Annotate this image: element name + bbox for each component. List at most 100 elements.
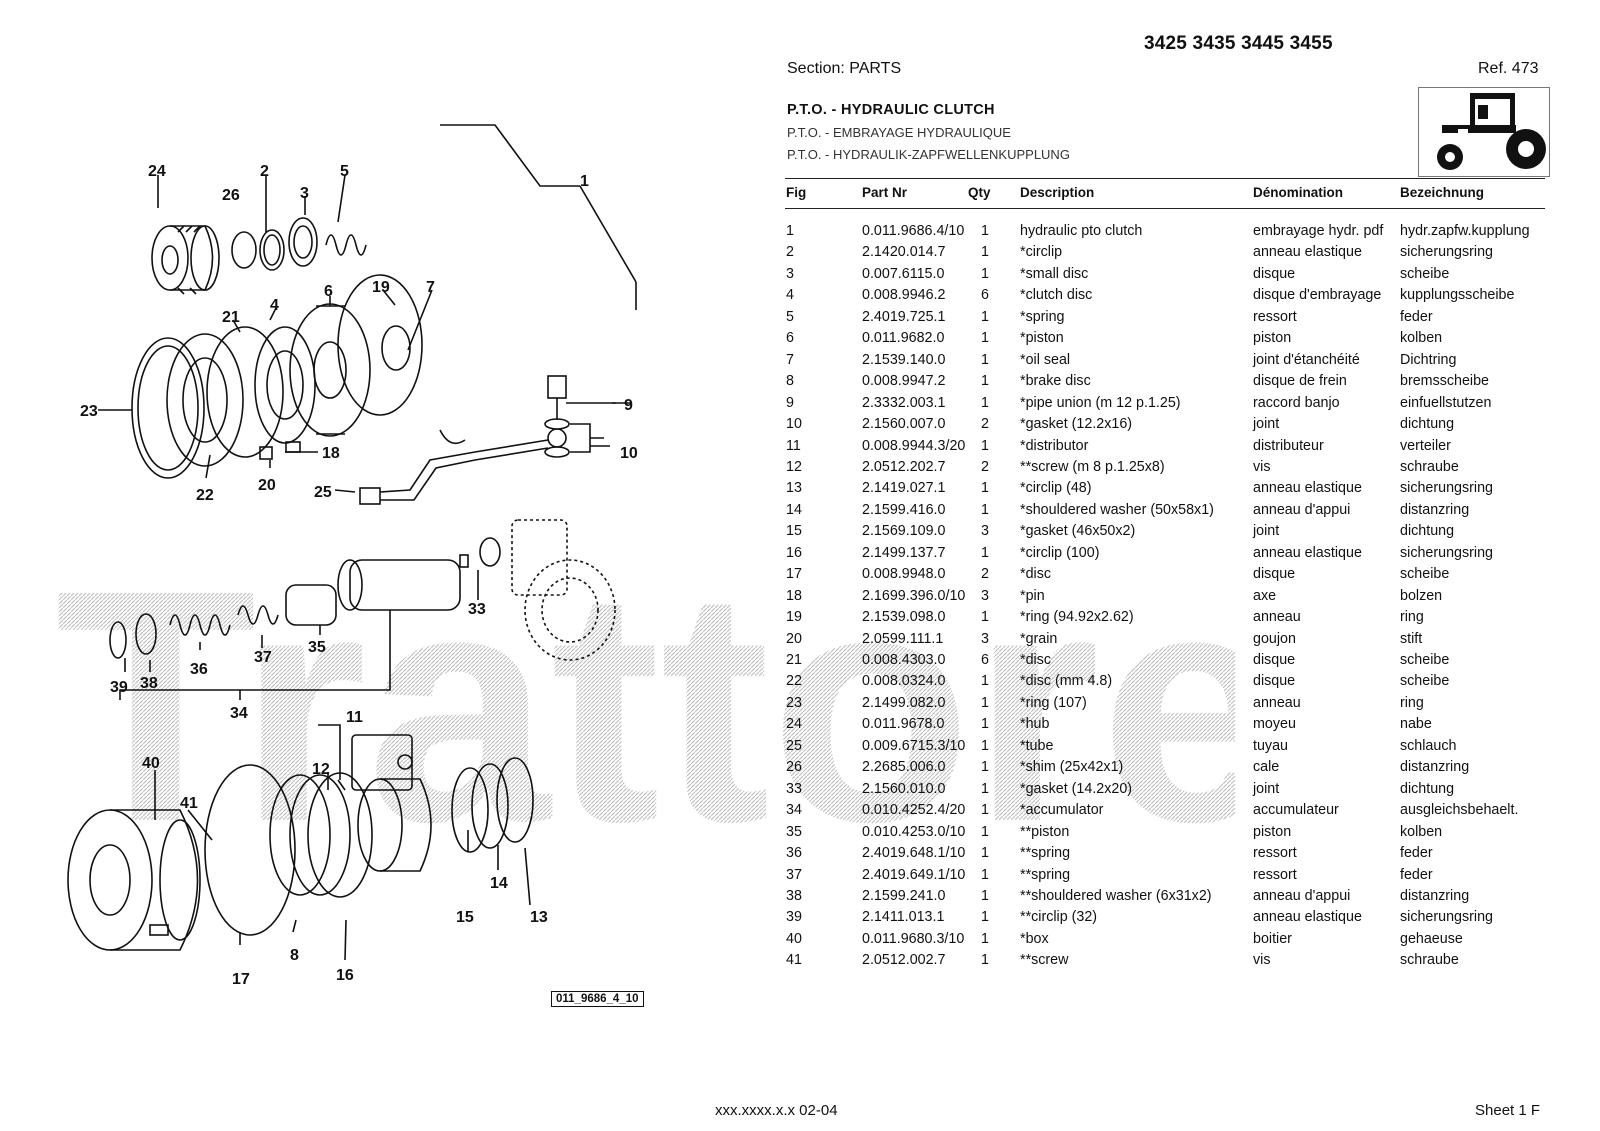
footer-code: xxx.xxxx.x.x 02-04 (715, 1102, 838, 1119)
cell-bez: bremsscheibe (1400, 373, 1489, 390)
cell-part: 2.1499.137.7 (862, 544, 946, 561)
cell-qty: 1 (981, 308, 989, 325)
cell-bez: hydr.zapfw.kupplung (1400, 223, 1530, 239)
cell-qty: 1 (981, 330, 989, 347)
cell-den: ressort (1253, 866, 1297, 883)
cell-fig: 40 (786, 930, 802, 947)
cell-fig: 9 (786, 394, 794, 411)
cell-part: 2.0512.202.7 (862, 458, 946, 475)
cell-bez: Dichtring (1400, 351, 1457, 368)
cell-part: 2.1539.098.0 (862, 609, 946, 626)
cell-fig: 21 (786, 652, 802, 668)
cell-desc: *gasket (12.2x16) (1020, 416, 1133, 433)
cell-part: 2.1539.140.0 (862, 351, 946, 368)
cell-desc: *shim (25x42x1) (1020, 759, 1124, 776)
callout-8: 8 (290, 947, 299, 964)
cell-fig: 8 (786, 373, 794, 390)
cell-part: 0.011.9682.0 (862, 330, 945, 347)
cell-fig: 36 (786, 845, 802, 862)
cell-qty: 3 (981, 630, 989, 647)
cell-qty: 6 (981, 652, 989, 668)
cell-fig: 38 (786, 887, 802, 904)
cell-qty: 1 (981, 437, 989, 454)
cell-fig: 2 (786, 244, 794, 261)
cell-part: 2.3332.003.1 (862, 394, 946, 411)
cell-desc: **circlip (32) (1020, 909, 1098, 926)
cell-bez: scheibe (1400, 265, 1450, 282)
cell-fig: 24 (786, 716, 802, 733)
cell-fig: 41 (786, 952, 802, 969)
cell-qty: 2 (981, 416, 989, 433)
title-german: P.T.O. - HYDRAULIK-ZAPFWELLENKUPPLUNG (787, 147, 1070, 162)
cell-qty: 3 (981, 587, 989, 604)
cell-desc: *gasket (46x50x2) (1020, 523, 1136, 540)
cell-part: 2.1411.013.1 (862, 909, 945, 926)
cell-fig: 3 (786, 265, 794, 282)
cell-fig: 20 (786, 630, 802, 647)
cell-part: 2.1420.014.7 (862, 244, 946, 261)
col-header-bez: Bezeichnung (1400, 185, 1485, 200)
cell-desc: *circlip (1020, 244, 1063, 261)
cell-desc: *piston (1020, 330, 1064, 347)
cell-part: 0.011.9686.4/10 (862, 223, 965, 239)
col-header-den: Dénomination (1253, 185, 1343, 200)
cell-den: anneau d'appui (1253, 501, 1351, 518)
callout-1: 1 (580, 173, 589, 190)
cell-desc: *tube (1020, 737, 1054, 754)
cell-fig: 34 (786, 802, 802, 819)
cell-part: 2.1599.416.0 (862, 501, 946, 518)
cell-qty: 1 (981, 737, 989, 754)
cell-bez: sicherungsring (1400, 244, 1493, 261)
cell-den: tuyau (1253, 737, 1288, 754)
callout-35: 35 (308, 639, 326, 656)
callout-13: 13 (530, 909, 548, 926)
cell-bez: verteiler (1400, 437, 1451, 454)
cell-qty: 1 (981, 823, 989, 840)
figure-reference: 011_9686_4_10 (551, 991, 644, 1007)
cell-desc: *clutch disc (1020, 287, 1093, 304)
callout-9: 9 (624, 397, 633, 414)
cell-desc: **spring (1020, 845, 1071, 862)
cell-qty: 1 (981, 909, 989, 926)
cell-fig: 33 (786, 780, 802, 797)
cell-bez: nabe (1400, 716, 1432, 733)
col-header-qty: Qty (968, 185, 991, 200)
cell-qty: 1 (981, 223, 989, 239)
cell-bez: schlauch (1400, 737, 1457, 754)
cell-desc: *grain (1020, 630, 1058, 647)
sheet-number: Sheet 1 F (1475, 1102, 1541, 1119)
cell-fig: 16 (786, 544, 802, 561)
cell-bez: stift (1400, 630, 1423, 647)
cell-desc: *disc (mm 4.8) (1020, 673, 1113, 690)
cell-den: axe (1253, 587, 1277, 604)
cell-part: 2.0512.002.7 (862, 952, 946, 969)
cell-den: vis (1253, 952, 1271, 969)
cell-fig: 6 (786, 330, 794, 347)
cell-part: 0.008.0324.0 (862, 673, 946, 690)
callout-18: 18 (322, 445, 340, 462)
cell-desc: **spring (1020, 866, 1071, 883)
cell-den: ressort (1253, 308, 1297, 325)
cell-bez: distanzring (1400, 501, 1470, 518)
cell-fig: 1 (786, 223, 794, 239)
cell-den: disque (1253, 652, 1296, 668)
cell-den: raccord banjo (1253, 394, 1340, 411)
callout-4: 4 (270, 297, 279, 314)
cell-den: joint (1253, 523, 1280, 540)
cell-desc: *box (1020, 930, 1049, 947)
cell-fig: 25 (786, 737, 802, 754)
cell-bez: ring (1400, 609, 1424, 626)
